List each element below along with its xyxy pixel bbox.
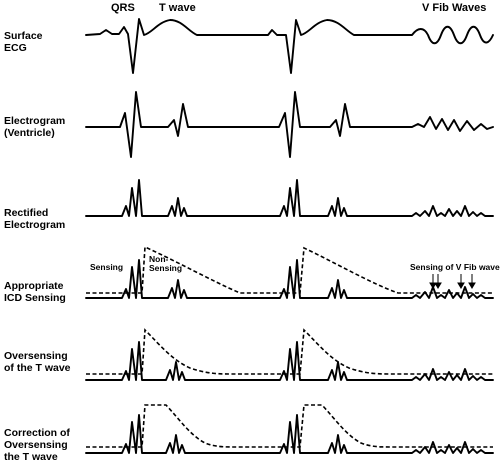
row-label-line: the T wave	[4, 451, 58, 463]
electrogram-ventricle-trace	[85, 91, 494, 158]
arrow-head	[468, 282, 476, 289]
t-wave-label: T wave	[159, 2, 196, 14]
row-label-line: (Ventricle)	[4, 127, 55, 139]
sensing-threshold-dashed	[86, 245, 493, 294]
row-label-line: Electrogram	[4, 115, 66, 127]
row-label-appropriate-icd-sensing: Appropriate ICD Sensing	[4, 280, 66, 304]
vfib-waves-label: V Fib Waves	[422, 2, 487, 14]
oversensing-trace	[85, 341, 494, 381]
qrs-label: QRS	[111, 2, 135, 14]
row-label-electrogram-ventricle: Electrogram (Ventricle)	[4, 115, 65, 139]
row-label-line: Appropriate	[4, 280, 64, 292]
row-label-surface-ecg: Surface ECG	[4, 30, 43, 54]
row-label-oversensing-t-wave: Oversensing of the T wave	[4, 350, 71, 374]
arrow-head	[429, 282, 437, 289]
row-label-line: Oversensing	[4, 350, 68, 362]
row-label-correction-oversensing: Correction of Oversensing the T wave	[4, 427, 70, 463]
surface-ecg-trace	[85, 18, 494, 74]
row-label-line: Surface	[4, 30, 43, 42]
vfib-sense-arrows	[429, 274, 476, 289]
arrow-head	[457, 282, 465, 289]
row-label-line: ECG	[4, 42, 27, 54]
correction-trace	[85, 414, 494, 454]
rectified-electrogram-trace	[85, 179, 494, 217]
arrow-head	[434, 282, 442, 289]
row-label-rectified-electrogram: Rectified Electrogram	[4, 207, 65, 231]
sensing-annotation: Sensing	[90, 262, 124, 272]
annotation-line: Non-	[149, 254, 169, 264]
row-label-line: of the T wave	[4, 362, 71, 374]
correction-threshold-dashed	[86, 404, 493, 448]
annotation-line: Sensing	[149, 263, 183, 273]
row-label-line: Rectified	[4, 207, 49, 219]
row-label-line: ICD Sensing	[4, 292, 66, 304]
sensing-vfib-annotation: Sensing of V Fib waves	[410, 262, 500, 272]
oversensing-threshold-dashed	[86, 328, 493, 375]
row-label-line: Oversensing	[4, 439, 68, 451]
non-sensing-annotation: Non- Sensing	[149, 255, 182, 273]
row-label-line: Electrogram	[4, 219, 66, 231]
row-label-line: Correction of	[4, 427, 70, 439]
